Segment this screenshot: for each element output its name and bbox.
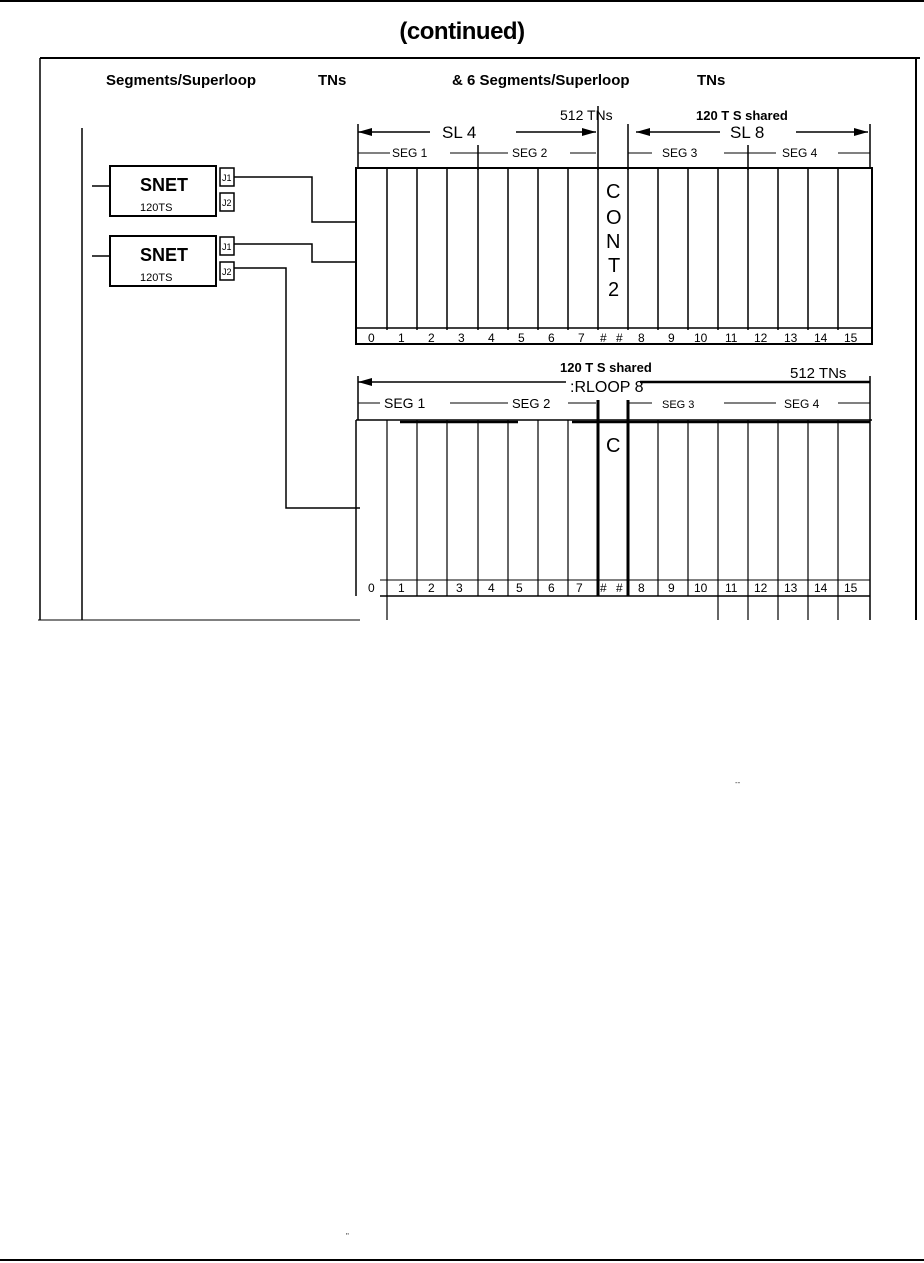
- bottom-shelf: 120 T S shared 512 TNs :RLOOP 8 SEG 1 SE…: [355, 360, 872, 620]
- heading-fragment-2: TNs: [318, 72, 347, 89]
- bottom-slot: 10: [694, 581, 708, 595]
- top-slot: 0: [368, 331, 375, 345]
- bottom-slot: 15: [844, 581, 858, 595]
- stray-mark-1: --: [735, 778, 741, 787]
- snet-1-port-j2: J2: [222, 198, 232, 208]
- top-slot: 1: [398, 331, 405, 345]
- top-slot: 7: [578, 331, 585, 345]
- bottom-slot: 11: [725, 581, 738, 595]
- snet-1-port-j1: J1: [222, 173, 232, 183]
- bottom-segment-3: SEG 3: [662, 399, 694, 411]
- top-slot: 8: [638, 331, 645, 345]
- bottom-capacity-right: 512 TNs: [790, 365, 846, 382]
- top-segment-2: SEG 2: [512, 146, 548, 160]
- top-slot: 11: [725, 331, 738, 345]
- top-slot: 3: [458, 331, 465, 345]
- snet-2-port-j2: J2: [222, 267, 232, 277]
- top-slot: 13: [784, 331, 798, 345]
- top-slot: 15: [844, 331, 858, 345]
- bottom-segment-1: SEG 1: [384, 395, 425, 411]
- top-superloop-left: SL 4: [442, 123, 476, 142]
- snet-box-1: SNET 120TS J1 J2: [92, 165, 235, 217]
- top-slot: #: [616, 331, 623, 345]
- bottom-superloop: :RLOOP 8: [570, 379, 644, 396]
- top-slot: 10: [694, 331, 708, 345]
- top-rule: [0, 0, 924, 2]
- bottom-slot: 0: [368, 581, 375, 595]
- bottom-slot: 3: [456, 581, 463, 595]
- top-slot: 12: [754, 331, 768, 345]
- snet-box-2: SNET 120TS J1 J2: [92, 235, 235, 287]
- top-superloop-right: SL 8: [730, 123, 764, 142]
- top-cont-letter-o: O: [606, 207, 622, 229]
- bottom-segment-2: SEG 2: [512, 396, 550, 411]
- bottom-slot: #: [616, 581, 623, 595]
- snet-2-sublabel: 120TS: [140, 272, 172, 284]
- top-segment-4: SEG 4: [782, 146, 818, 160]
- heading-fragment-1: Segments/Superloop: [106, 72, 257, 89]
- bottom-slot: 13: [784, 581, 798, 595]
- bottom-slot: 14: [814, 581, 828, 595]
- stray-mark-2: ": [346, 1232, 349, 1241]
- top-slot: 4: [488, 331, 495, 345]
- top-segment-1: SEG 1: [392, 146, 428, 160]
- top-capacity-right: 120 T S shared: [696, 108, 788, 123]
- bottom-segment-4: SEG 4: [784, 397, 820, 411]
- bottom-slot-numbers: 0 1 2 3 4 5 6 7 # # 8 9 10 11 12 13 14 1…: [368, 581, 858, 595]
- bottom-capacity-left: 120 T S shared: [560, 360, 652, 375]
- bottom-slot: 4: [488, 581, 495, 595]
- heading-fragment-4: TNs: [697, 72, 726, 89]
- top-cont-letter-2: 2: [608, 279, 619, 301]
- bottom-slot: 12: [754, 581, 768, 595]
- top-slot: 2: [428, 331, 435, 345]
- top-slot-numbers: 0 1 2 3 4 5 6 7 # # 8 9 10 11 12 13 14 1…: [368, 331, 858, 345]
- snet-2-label: SNET: [140, 245, 188, 265]
- snet-1-sublabel: 120TS: [140, 202, 172, 214]
- top-slot: #: [600, 331, 607, 345]
- bottom-slot: 8: [638, 581, 645, 595]
- top-cont-letter-t: T: [608, 255, 620, 277]
- top-slot: 6: [548, 331, 555, 345]
- top-slot: 14: [814, 331, 828, 345]
- bottom-slot: 7: [576, 581, 583, 595]
- snet-2-port-j1: J1: [222, 242, 232, 252]
- snet-1-label: SNET: [140, 175, 188, 195]
- top-shelf: 512 TNs 120 T S shared SL 4 SL 8 SEG 1 S…: [355, 106, 873, 345]
- top-cont-letter-n: N: [606, 231, 620, 253]
- bottom-slot: 6: [548, 581, 555, 595]
- bottom-cont-letter-c: C: [606, 435, 620, 457]
- top-slot: 9: [668, 331, 675, 345]
- bottom-slot: #: [600, 581, 607, 595]
- bottom-slot: 5: [516, 581, 523, 595]
- bottom-slot: 2: [428, 581, 435, 595]
- bottom-slot: 1: [398, 581, 405, 595]
- diagram-frame: [38, 57, 920, 621]
- heading-fragment-3: & 6 Segments/Superloop: [452, 72, 630, 89]
- page-title: (continued): [399, 18, 525, 45]
- top-cont-letter-c: C: [606, 181, 620, 203]
- top-segment-3: SEG 3: [662, 146, 698, 160]
- top-capacity-left: 512 TNs: [560, 107, 613, 123]
- cables: [234, 176, 360, 509]
- bottom-slot: 9: [668, 581, 675, 595]
- bottom-rule: [0, 1259, 924, 1261]
- top-slot: 5: [518, 331, 525, 345]
